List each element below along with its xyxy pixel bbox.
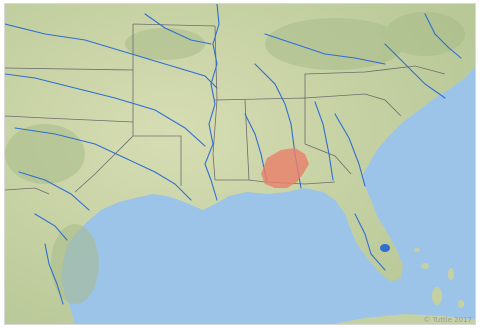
map-view[interactable] bbox=[4, 3, 476, 325]
map-credit: © Tuttle 2017 bbox=[423, 316, 472, 324]
river-network bbox=[5, 4, 462, 305]
mainland-land bbox=[5, 4, 475, 324]
terrain-relief bbox=[5, 12, 465, 304]
species-range-highlight bbox=[261, 148, 309, 188]
cuba-land bbox=[333, 314, 475, 324]
lake-okeechobee bbox=[380, 244, 390, 252]
bahamas-islands bbox=[414, 248, 464, 308]
